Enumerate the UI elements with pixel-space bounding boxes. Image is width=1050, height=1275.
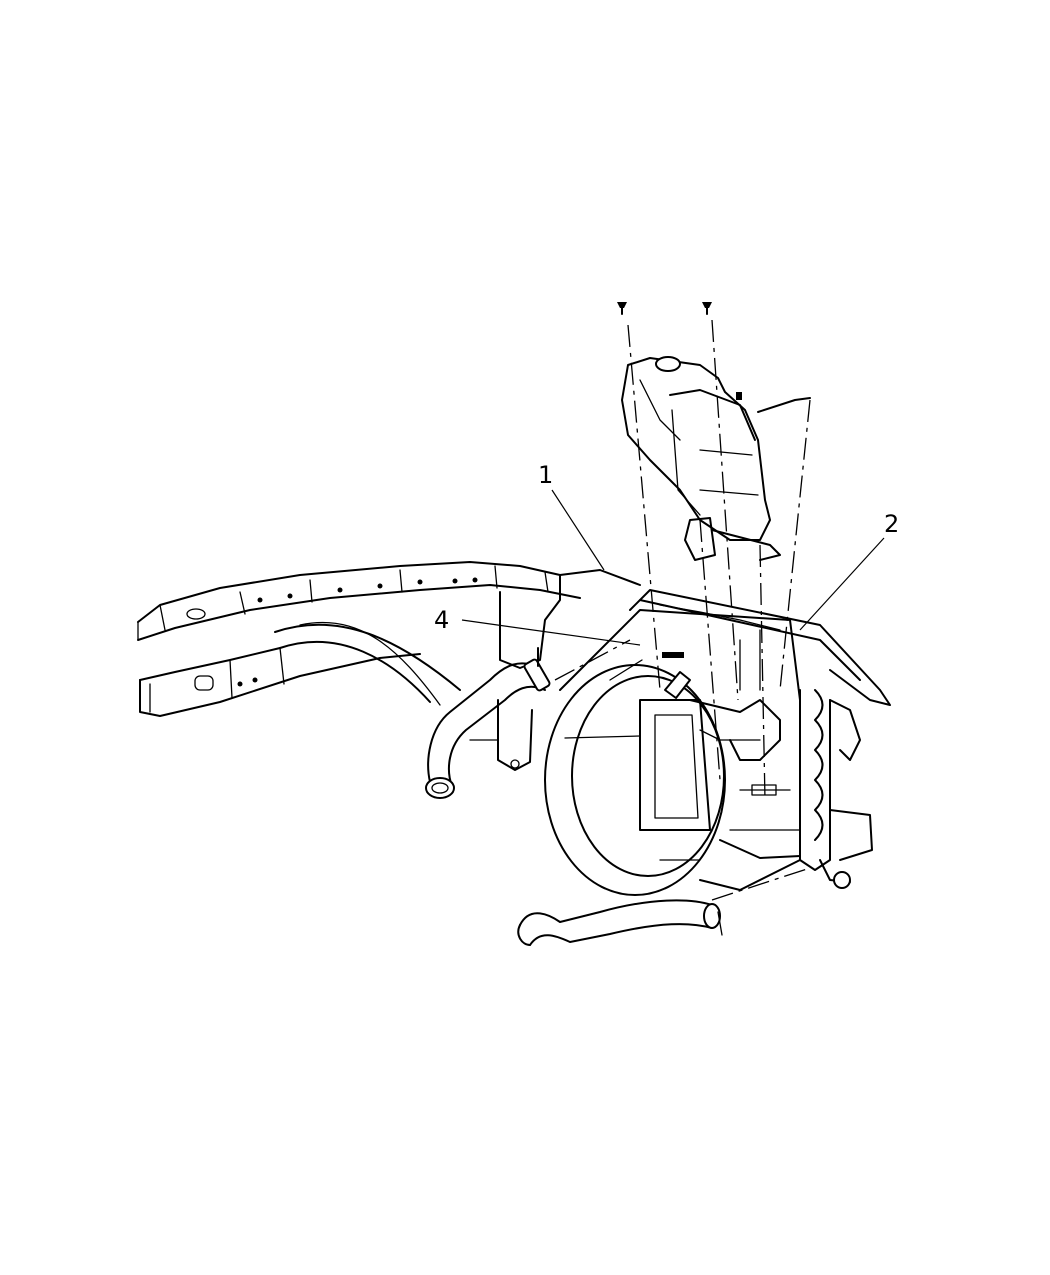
lower-radiator-hose <box>517 899 723 946</box>
coolant-reservoir <box>621 356 811 561</box>
upper-radiator-hose <box>425 647 551 799</box>
radiator <box>629 589 891 889</box>
mounting-screw-left <box>617 302 627 315</box>
frame-bracket <box>469 574 561 771</box>
callout-label-4: 4 <box>434 606 449 634</box>
callout-label-1: 1 <box>538 461 553 489</box>
assembly-lines <box>554 319 811 901</box>
lower-frame-rail <box>139 621 461 717</box>
mounting-screw-right <box>702 302 712 315</box>
callout-1: 1 <box>538 461 605 571</box>
callout-label-2: 2 <box>884 510 899 538</box>
callout-4: 4 <box>434 606 641 646</box>
upper-frame-rail <box>137 561 641 641</box>
callout-2: 2 <box>799 510 899 631</box>
